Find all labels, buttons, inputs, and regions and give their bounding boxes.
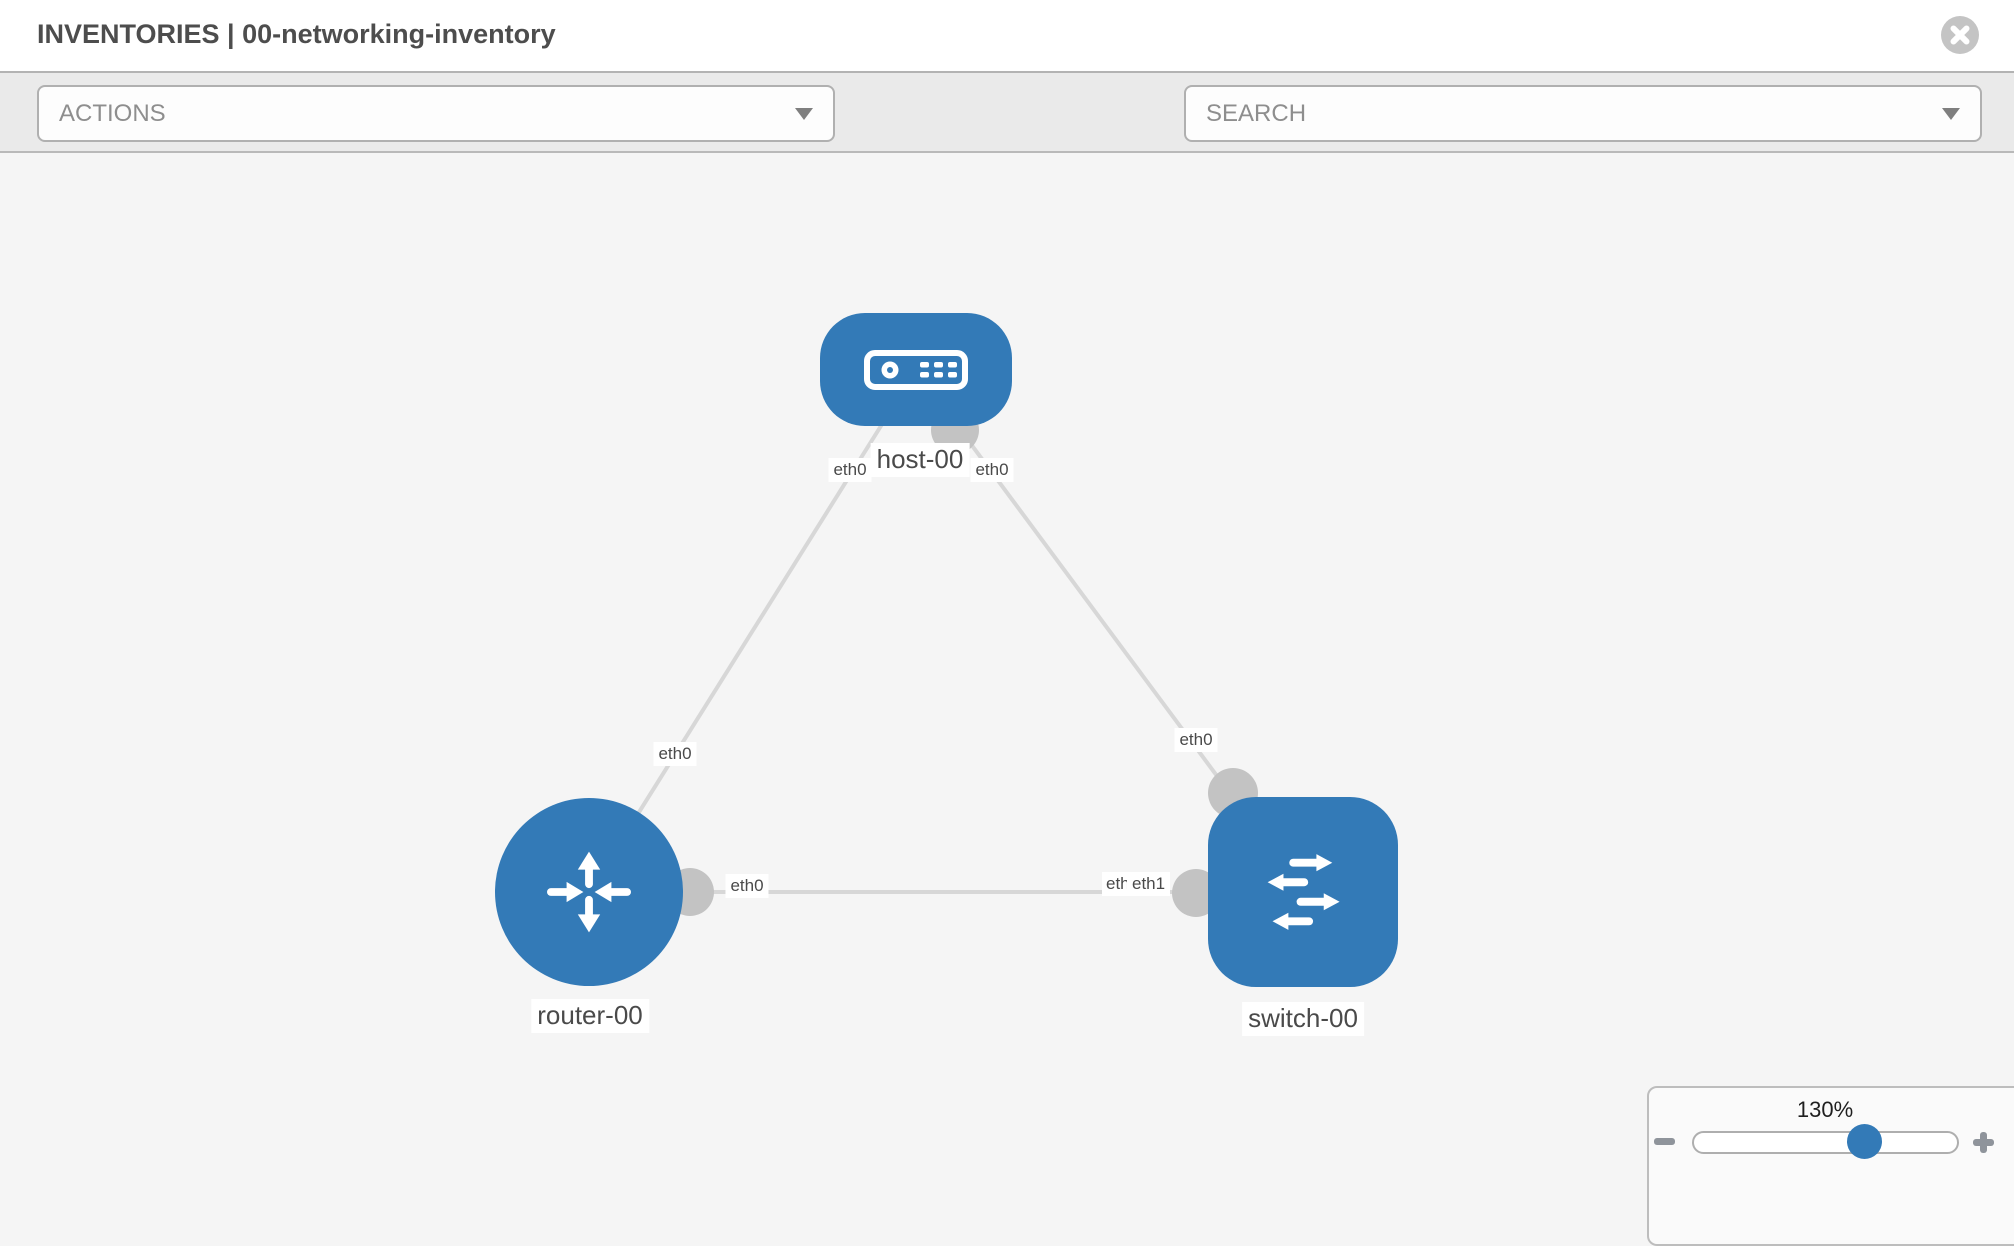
toolbar: ACTIONS SEARCH (0, 73, 2014, 202)
link-host-router[interactable] (587, 368, 918, 894)
search-dropdown[interactable]: SEARCH (1184, 85, 1982, 142)
node-router-00[interactable] (495, 798, 683, 986)
interface-label-switch-overlapped: eth0 (1102, 872, 1128, 896)
interface-label-router-eth0-to-host: eth0 (653, 742, 697, 766)
plus-vertical-bar (1980, 1132, 1987, 1153)
node-label-host-00: host-00 (870, 443, 970, 477)
zoom-out-icon[interactable] (1654, 1138, 1675, 1145)
host-icon (864, 349, 968, 390)
node-host-00[interactable] (820, 313, 1012, 426)
node-switch-00[interactable] (1208, 797, 1398, 987)
zoom-slider-knob[interactable] (1847, 1124, 1882, 1159)
interface-label-router-eth0-to-switch: eth0 (725, 874, 769, 898)
zoom-level-value: 130% (1796, 1097, 1854, 1122)
chevron-down-icon (1942, 107, 1960, 120)
actions-dropdown[interactable]: ACTIONS (37, 85, 835, 142)
interface-label-host-eth0-to-switch: eth0 (970, 458, 1014, 482)
topology-canvas[interactable]: eth0 host-00 eth0 eth0 eth0 eth0 eth0 et… (0, 153, 2014, 1246)
interface-label-switch-eth1-to-router: eth1 (1127, 872, 1171, 896)
close-icon[interactable] (1941, 16, 1979, 54)
topology-graph (587, 368, 1305, 917)
actions-dropdown-label: ACTIONS (59, 99, 166, 127)
zoom-slider-track[interactable] (1692, 1131, 1959, 1154)
header-bar: INVENTORIES | 00-networking-inventory (0, 0, 2014, 73)
zoom-in-icon[interactable] (1973, 1132, 1994, 1153)
interface-label-switch-eth0-to-host: eth0 (1174, 728, 1218, 752)
zoom-widget: 130% (1647, 1086, 2014, 1246)
page-title: INVENTORIES | 00-networking-inventory (37, 19, 556, 49)
chevron-down-icon (795, 107, 813, 120)
search-dropdown-label: SEARCH (1206, 99, 1307, 127)
node-label-switch-00: switch-00 (1242, 1002, 1364, 1036)
interface-label-host-eth0-to-router: eth0 (828, 458, 872, 482)
router-icon (547, 851, 631, 933)
node-label-router-00: router-00 (531, 999, 649, 1033)
switch-icon (1267, 854, 1340, 930)
